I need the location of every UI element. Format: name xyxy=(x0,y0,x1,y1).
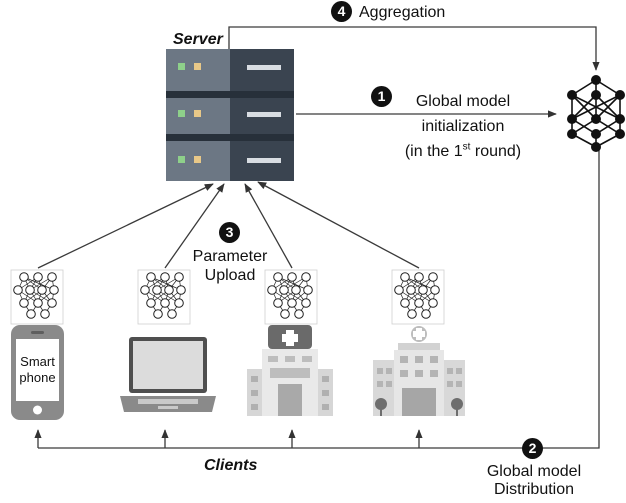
clients-label: Clients xyxy=(204,457,258,474)
aggregation-label: Aggregation xyxy=(359,4,446,21)
smartphone-label-line1: Smart xyxy=(20,354,55,369)
upload-arrow-hospital xyxy=(244,183,293,269)
upload-arrow-smartphone xyxy=(37,183,214,269)
smartphone-label-line2: phone xyxy=(19,370,56,385)
initialization-line3: (in the 1st round) xyxy=(384,142,542,161)
client-model-icon-laptop xyxy=(137,269,191,325)
step2-badge: 2 xyxy=(522,438,543,459)
initialization-line3-sup: st xyxy=(462,141,471,153)
hospital-icon xyxy=(247,325,333,416)
client-model-icon-hospital-large xyxy=(391,269,445,325)
client-model-icon-hospital xyxy=(264,269,318,325)
laptop-icon xyxy=(120,337,216,412)
step3-badge: 3 xyxy=(219,222,240,243)
distribution-line xyxy=(38,150,600,449)
upload-arrow-hospital-large xyxy=(257,181,420,269)
parameter-upload-label: Parameter Upload xyxy=(178,247,282,285)
distribution-label: Global model Distribution xyxy=(466,463,602,499)
client-model-icon-smartphone xyxy=(10,269,64,325)
step1-badge: 1 xyxy=(371,86,392,107)
initialization-label: Global model initialization (in the 1st … xyxy=(384,92,542,161)
step4-badge: 4 xyxy=(331,1,352,22)
initialization-line2: initialization xyxy=(421,118,505,135)
connector-lines xyxy=(34,26,600,449)
hospital-building-icon xyxy=(373,326,465,416)
initialization-line3-post: round) xyxy=(470,143,522,160)
aggregation-arrow xyxy=(228,26,600,71)
parameter-upload-line1: Parameter xyxy=(192,248,268,265)
parameter-upload-line2: Upload xyxy=(204,267,256,284)
global-model-icon xyxy=(567,75,625,152)
initialization-line1: Global model xyxy=(415,93,511,110)
server-label: Server xyxy=(173,31,223,48)
distribution-line2: Distribution xyxy=(493,481,575,498)
distribution-line1: Global model xyxy=(486,463,582,480)
upload-arrow-laptop xyxy=(164,183,225,269)
server-rack-icon xyxy=(166,49,294,181)
smartphone-icon xyxy=(11,325,64,420)
initialization-line3-pre: (in the 1 xyxy=(404,143,463,160)
smartphone-label: Smart phone xyxy=(13,354,62,386)
